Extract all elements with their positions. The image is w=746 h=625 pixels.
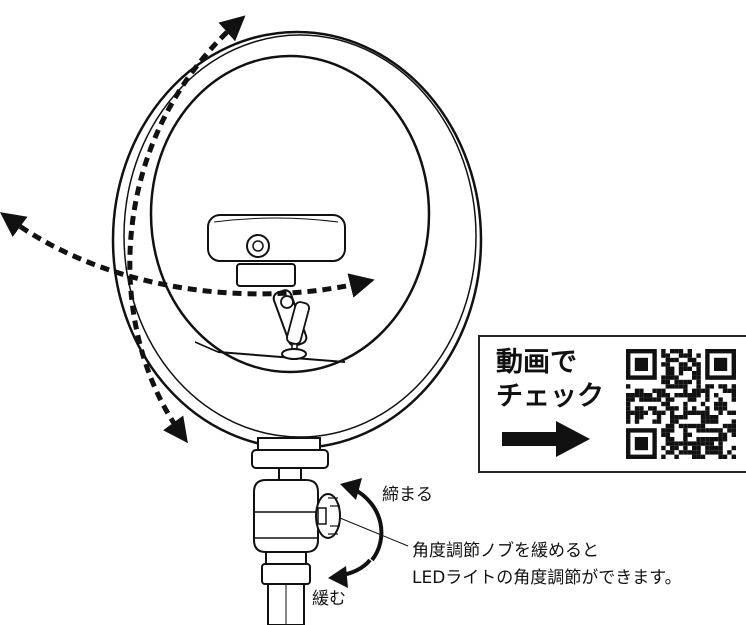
description-line-2: LEDライトの角度調節ができます。 <box>412 568 682 588</box>
ball-head-mount <box>251 437 341 625</box>
loosen-label: 緩む <box>312 589 346 609</box>
video-panel-title-line-1: 動画で <box>496 347 577 378</box>
video-check-panel[interactable]: 動画で チェック <box>478 335 746 473</box>
knob-rotation-arrows <box>328 478 384 588</box>
right-arrow-icon <box>502 421 590 457</box>
description-line-1: 角度調節ノブを緩めると <box>412 541 599 561</box>
qr-code-icon[interactable] <box>626 349 736 459</box>
tilt-direction-arrows <box>0 15 375 444</box>
video-panel-title-line-2: チェック <box>496 381 604 412</box>
leader-line <box>339 517 409 547</box>
tighten-label: 締まる <box>382 485 433 505</box>
